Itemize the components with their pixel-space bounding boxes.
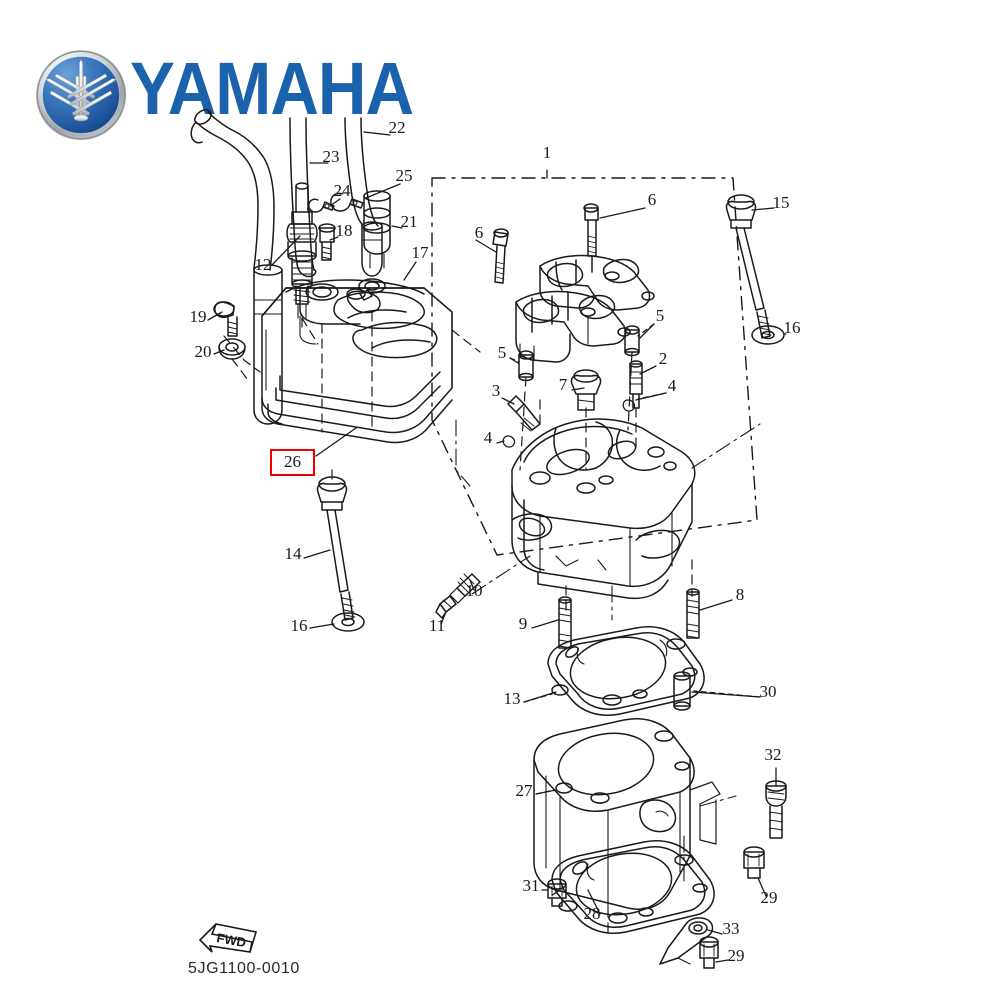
- callout-21-breather-fitting[interactable]: 21: [401, 212, 418, 231]
- part-11-clip: [435, 595, 457, 619]
- breather-hose-left: [190, 109, 283, 425]
- yamaha-logo: YAMAHA: [34, 46, 424, 144]
- cylinder-head-body: [511, 418, 696, 600]
- callout-16-washer-left[interactable]: 16: [291, 616, 308, 635]
- part-19-bolt: [213, 301, 238, 337]
- part-32-bolt: [765, 780, 787, 839]
- part-22-breather-hose: [344, 117, 383, 277]
- callout-25-clamp[interactable]: 25: [396, 166, 413, 185]
- part-5-dowel-right: [624, 325, 640, 357]
- part-5-dowel-left: [518, 350, 534, 382]
- callout-10-stud[interactable]: 10: [466, 581, 483, 600]
- part-8-stud-bolt-right: [686, 588, 700, 639]
- part-16-washer-right: [751, 325, 785, 345]
- svg-text:YAMAHA: YAMAHA: [130, 50, 413, 122]
- callout-16-washer-right[interactable]: 16: [784, 318, 801, 337]
- callout-9-stud-bolt-left[interactable]: 9: [519, 614, 528, 633]
- fwd-label: FWD: [215, 930, 247, 950]
- callout-28-cylinder-gasket[interactable]: 28: [584, 904, 601, 923]
- callout-5-dowel-right[interactable]: 5: [656, 306, 665, 325]
- part-7-plug: [570, 369, 602, 411]
- part-31-bolt-left: [547, 878, 567, 907]
- callout-31-bolt-left[interactable]: 31: [523, 876, 540, 895]
- callout-8-stud-bolt-right[interactable]: 8: [736, 585, 745, 604]
- callout-18-bolt-small[interactable]: 18: [336, 221, 353, 240]
- callout-27-cylinder[interactable]: 27: [516, 781, 534, 800]
- part-20-washer-grommet: [218, 338, 246, 360]
- callout-17-cylinder-head-cover[interactable]: 17: [412, 243, 430, 262]
- part-16-washer-left: [331, 612, 365, 632]
- callout-15-bolt[interactable]: 15: [773, 193, 790, 212]
- callout-1-cylinder-head-assembly[interactable]: 1: [543, 143, 552, 162]
- callout-24-clamp[interactable]: 24: [334, 181, 352, 200]
- part-13-cylinder-head-gasket: [547, 626, 705, 716]
- part-6-bolt-left: [492, 228, 509, 284]
- part-25-clamp: [330, 192, 364, 212]
- callout-7-plug[interactable]: 7: [559, 375, 568, 394]
- callout-3-valve[interactable]: 3: [492, 381, 501, 400]
- callout-22-breather-hose[interactable]: 22: [389, 118, 406, 137]
- callout-6-bolt-left[interactable]: 6: [475, 223, 484, 242]
- callout-13-cylinder-head-gasket[interactable]: 13: [504, 689, 521, 708]
- callout-20-washer-grommet[interactable]: 20: [195, 342, 212, 361]
- part-24-clamp: [308, 198, 335, 213]
- callout-29-bolt-right[interactable]: 29: [761, 888, 778, 907]
- part-14-long-bolt: [316, 476, 356, 621]
- part-17-cylinder-head-cover: [261, 278, 453, 444]
- callout-6-bolt-upper[interactable]: 6: [648, 190, 657, 209]
- callout-33-bracket[interactable]: 33: [723, 919, 740, 938]
- yamaha-tuning-fork-emblem-icon: [35, 49, 127, 141]
- camshaft-cap-upper: [539, 254, 655, 311]
- highlighted-part-number: 26: [284, 452, 301, 471]
- fwd-arrow-icon: [198, 923, 258, 953]
- camshaft-cap-lower: [515, 290, 631, 363]
- part-33-bracket: [659, 917, 714, 965]
- callout-19-bolt-cover[interactable]: 19: [190, 307, 207, 326]
- part-30-dowel-pin: [673, 671, 691, 711]
- callout-11-clip[interactable]: 11: [429, 616, 445, 635]
- callout-2-valve-guide[interactable]: 2: [659, 349, 668, 368]
- callout-5-dowel-left[interactable]: 5: [498, 343, 507, 362]
- part-21-breather-fitting: [363, 190, 391, 269]
- callout-29-bolt-bracket[interactable]: 29: [728, 946, 745, 965]
- callout-4-oring-lower[interactable]: 4: [484, 428, 493, 447]
- part-15-bolt: [725, 194, 772, 339]
- part-18-bolt-small: [318, 223, 336, 261]
- callout-30-dowel-pin[interactable]: 30: [760, 682, 777, 701]
- callout-12-spark-plug[interactable]: 12: [255, 255, 272, 274]
- part-9-stud-bolt-left: [558, 596, 572, 649]
- part-4-oring-lower: [502, 435, 516, 448]
- part-29-bolt-bracket: [699, 936, 719, 969]
- callout-14-long-bolt[interactable]: 14: [285, 544, 303, 563]
- part-28-cylinder-gasket: [551, 840, 715, 934]
- part-27-cylinder: [533, 718, 721, 910]
- part-4-oring-upper: [622, 399, 636, 412]
- highlighted-part-box[interactable]: [270, 449, 315, 476]
- yamaha-wordmark: YAMAHA: [130, 50, 414, 122]
- part-29-bolt-right: [743, 846, 765, 879]
- part-10-stud: [449, 573, 481, 604]
- callout-23-hose[interactable]: 23: [323, 147, 340, 166]
- assembly-group-boundary: [431, 177, 758, 556]
- drawing-code: 5JG1100-0010: [188, 960, 300, 977]
- callout-4-oring-upper[interactable]: 4: [668, 376, 677, 395]
- part-6-bolt-upper: [583, 203, 599, 257]
- callout-32-bolt[interactable]: 32: [765, 745, 782, 764]
